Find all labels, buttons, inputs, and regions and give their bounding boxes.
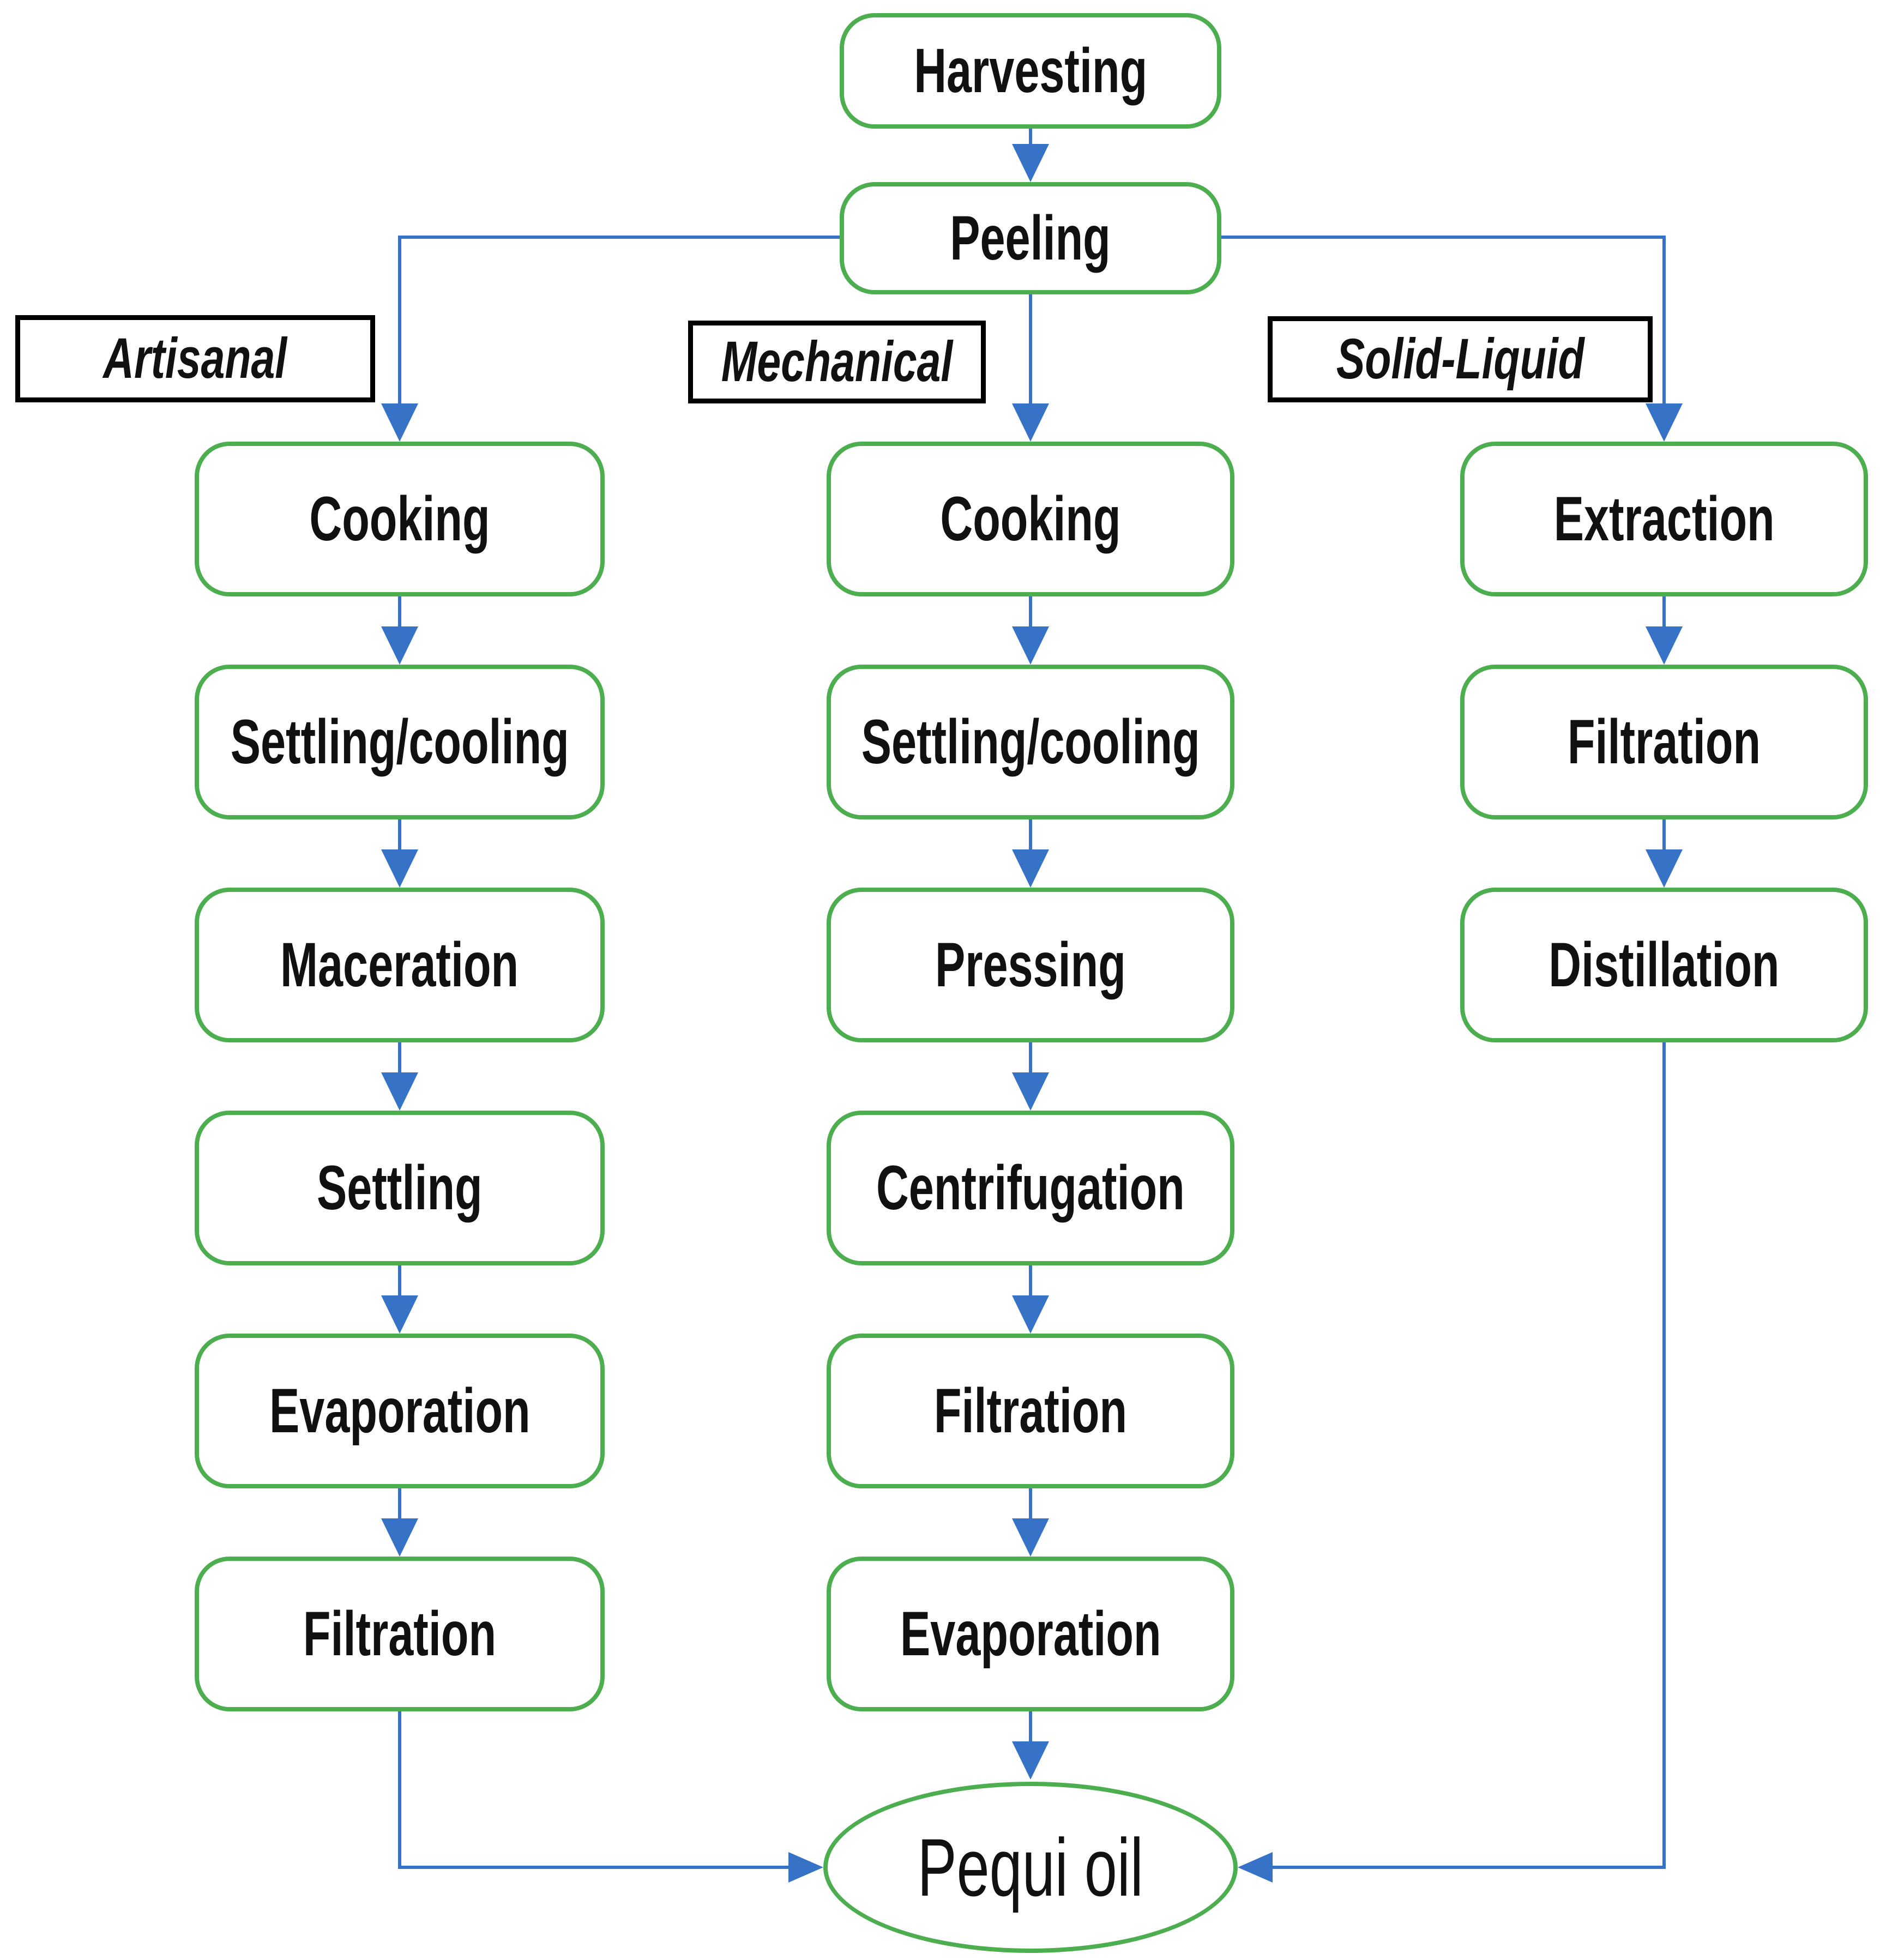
node-mechanical-settling-cooling-label: Settling/cooling [861, 707, 1200, 777]
node-artisanal-maceration: Maceration [195, 888, 605, 1042]
connector-mechanical-5-6-arrowhead [1012, 1518, 1049, 1557]
connector-peeling-mechanical-shaft [1029, 294, 1032, 406]
connector-artisanal-5-6-arrowhead [381, 1518, 418, 1557]
label-mechanical-text: Mechanical [721, 330, 953, 394]
connector-artisanal-1-2-arrowhead [381, 626, 418, 665]
connector-harvesting-peeling-arrowhead [1012, 144, 1049, 182]
connector-mechanical-4-5-shaft [1029, 1265, 1032, 1295]
node-mechanical-cooking-label: Cooking [940, 484, 1121, 554]
connector-artisanal-2-3-arrowhead [381, 849, 418, 888]
node-solidliquid-extraction: Extraction [1460, 442, 1868, 596]
node-mechanical-cooking: Cooking [827, 442, 1234, 596]
connector-solidliquid-pequioil-vertical [1662, 1042, 1666, 1869]
node-mechanical-centrifugation: Centrifugation [827, 1111, 1234, 1265]
connector-peeling-artisanal-arrowhead [381, 403, 418, 442]
connector-peeling-artisanal-shaft [398, 236, 401, 406]
connector-artisanal-4-5-shaft [398, 1265, 401, 1295]
label-artisanal: Artisanal [15, 315, 375, 402]
node-mechanical-evaporation-label: Evaporation [900, 1599, 1161, 1669]
node-mechanical-pressing: Pressing [827, 888, 1234, 1042]
connector-mechanical-pequioil-shaft [1029, 1711, 1032, 1741]
connector-artisanal-5-6-shaft [398, 1488, 401, 1518]
connector-mechanical-3-4-arrowhead [1012, 1072, 1049, 1111]
connector-artisanal-1-2-shaft [398, 596, 401, 626]
connector-peeling-solidliquid-shaft [1662, 236, 1666, 406]
node-mechanical-centrifugation-label: Centrifugation [876, 1153, 1185, 1223]
connector-artisanal-pequioil-arrowhead [788, 1852, 823, 1883]
node-mechanical-pressing-label: Pressing [935, 930, 1126, 1000]
label-solid-liquid: Solid-Liquid [1268, 316, 1653, 402]
node-solidliquid-distillation-label: Distillation [1548, 930, 1780, 1000]
connector-mechanical-2-3-arrowhead [1012, 849, 1049, 888]
connector-peeling-solidliquid-horizontal [1221, 236, 1664, 239]
connector-artisanal-2-3-shaft [398, 819, 401, 849]
connector-mechanical-5-6-shaft [1029, 1488, 1032, 1518]
connector-solidliquid-pequioil-horizontal [1273, 1866, 1666, 1869]
connector-artisanal-pequioil-horizontal [398, 1866, 788, 1869]
connector-artisanal-3-4-arrowhead [381, 1072, 418, 1111]
connector-solidliquid-2-3-shaft [1662, 819, 1666, 849]
connector-peeling-solidliquid-arrowhead [1646, 403, 1683, 442]
connector-artisanal-4-5-arrowhead [381, 1295, 418, 1334]
connector-solidliquid-pequioil-arrowhead [1238, 1852, 1273, 1883]
node-peeling-label: Peeling [950, 203, 1111, 273]
connector-mechanical-4-5-arrowhead [1012, 1295, 1049, 1334]
node-solidliquid-distillation: Distillation [1460, 888, 1868, 1042]
connector-mechanical-3-4-shaft [1029, 1042, 1032, 1072]
node-solidliquid-filtration-label: Filtration [1567, 707, 1761, 777]
node-mechanical-filtration-label: Filtration [933, 1376, 1128, 1446]
label-solid-liquid-text: Solid-Liquid [1336, 327, 1584, 391]
node-artisanal-settling-label: Settling [317, 1153, 483, 1223]
node-artisanal-cooking-label: Cooking [309, 484, 490, 554]
node-harvesting: Harvesting [840, 13, 1221, 129]
label-artisanal-text: Artisanal [103, 327, 287, 390]
node-artisanal-evaporation: Evaporation [195, 1334, 605, 1488]
node-peeling: Peeling [840, 182, 1221, 294]
node-artisanal-filtration: Filtration [195, 1557, 605, 1711]
node-pequi-oil-label: Pequi oil [917, 1821, 1144, 1913]
connector-solidliquid-1-2-shaft [1662, 596, 1666, 626]
node-mechanical-evaporation: Evaporation [827, 1557, 1234, 1711]
node-mechanical-settling-cooling: Settling/cooling [827, 665, 1234, 819]
node-artisanal-evaporation-label: Evaporation [269, 1376, 531, 1446]
node-artisanal-settling-cooling: Settling/cooling [195, 665, 605, 819]
node-artisanal-filtration-label: Filtration [303, 1599, 497, 1669]
node-artisanal-settling-cooling-label: Settling/cooling [230, 707, 569, 777]
connector-mechanical-2-3-shaft [1029, 819, 1032, 849]
connector-mechanical-pequioil-arrowhead [1012, 1741, 1049, 1780]
node-solidliquid-filtration: Filtration [1460, 665, 1868, 819]
connector-solidliquid-1-2-arrowhead [1646, 626, 1683, 665]
connector-peeling-mechanical-arrowhead [1012, 403, 1049, 442]
node-solidliquid-extraction-label: Extraction [1553, 484, 1775, 554]
connector-artisanal-3-4-shaft [398, 1042, 401, 1072]
node-artisanal-settling: Settling [195, 1111, 605, 1265]
connector-mechanical-1-2-arrowhead [1012, 626, 1049, 665]
connector-peeling-artisanal-horizontal [400, 236, 840, 239]
node-mechanical-filtration: Filtration [827, 1334, 1234, 1488]
node-artisanal-maceration-label: Maceration [280, 930, 519, 1000]
connector-artisanal-pequioil-vertical [398, 1711, 401, 1869]
node-pequi-oil: Pequi oil [823, 1782, 1238, 1953]
connector-harvesting-peeling-shaft [1029, 129, 1032, 146]
connector-mechanical-1-2-shaft [1029, 596, 1032, 626]
connector-solidliquid-2-3-arrowhead [1646, 849, 1683, 888]
node-harvesting-label: Harvesting [914, 36, 1147, 106]
node-artisanal-cooking: Cooking [195, 442, 605, 596]
label-mechanical: Mechanical [688, 321, 986, 403]
